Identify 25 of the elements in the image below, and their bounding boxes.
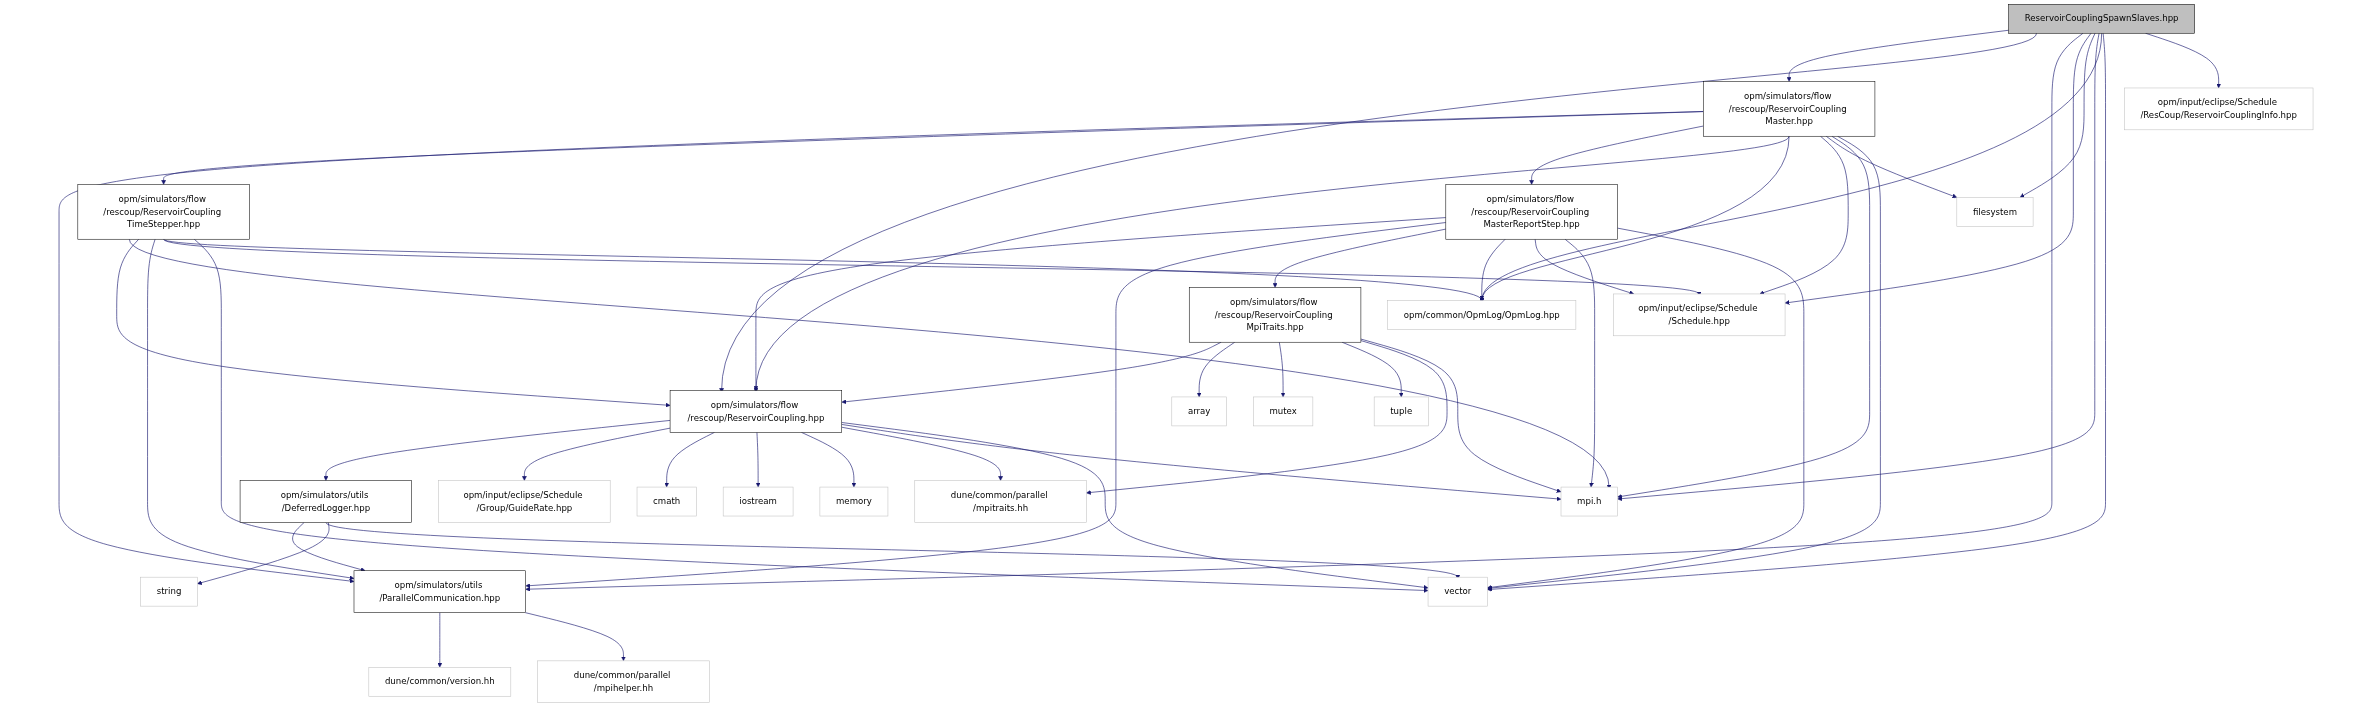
node-box: opm/simulators/utils /ParallelCommunication.hpp [353, 570, 526, 613]
node-box: opm/simulators/flow /rescoup/ReservoirCoupling.hpp [669, 390, 842, 433]
node-box: opm/input/eclipse/Schedule /Group/GuideRate.hpp [438, 480, 611, 523]
node-box: filesystem [1956, 197, 2034, 227]
node-box: memory [819, 486, 889, 517]
node-box: opm/simulators/utils /DeferredLogger.hpp [239, 480, 412, 523]
node-box: cmath [636, 486, 697, 517]
node-box: ReservoirCouplingSpawnSlaves.hpp [2008, 4, 2195, 34]
node-box: opm/simulators/flow /rescoup/ReservoirCoupling TimeStepper.hpp [77, 184, 250, 240]
node-box: opm/simulators/flow /rescoup/ReservoirCoupling MasterReportStep.hpp [1445, 184, 1618, 240]
node-box: mutex [1252, 396, 1313, 427]
node-box: string [140, 576, 198, 607]
node-box: dune/common/parallel /mpitraits.hh [914, 480, 1087, 523]
node-box: iostream [722, 486, 794, 517]
node-box: array [1171, 396, 1227, 427]
node-box: opm/input/eclipse/Schedule /Schedule.hpp [1612, 293, 1786, 337]
node-box: tuple [1373, 396, 1429, 427]
node-box: opm/common/OpmLog/OpmLog.hpp [1387, 300, 1576, 330]
node-box: opm/simulators/flow /rescoup/ReservoirCoupling MpiTraits.hpp [1188, 287, 1361, 343]
node-box: opm/input/eclipse/Schedule /ResCoup/ReservoirCouplingInfo.hpp [2123, 87, 2314, 131]
node-box: mpi.h [1560, 486, 1618, 517]
node-box: vector [1427, 576, 1488, 607]
node-box: dune/common/version.hh [368, 667, 511, 697]
node-box: dune/common/parallel /mpihelper.hh [537, 660, 710, 703]
node-box: opm/simulators/flow /rescoup/ReservoirCoupling Master.hpp [1702, 81, 1875, 137]
